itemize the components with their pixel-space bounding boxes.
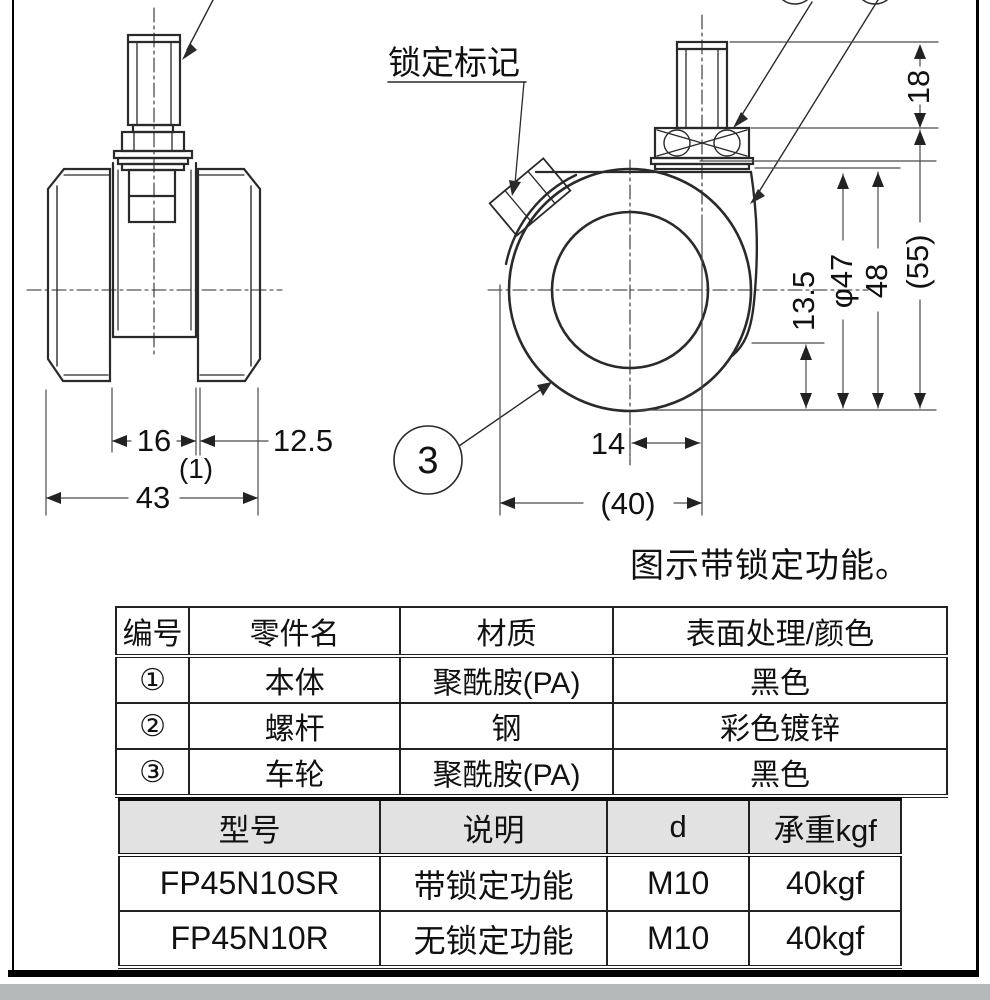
parts-table-row: ② 螺杆 钢 彩色镀锌: [114, 703, 949, 750]
drawing-caption: 图示带锁定功能。: [630, 547, 910, 585]
banner-text: 产品细节: [0, 988, 990, 1000]
parts-table-row: ① 本体 聚酰胺(PA) 黑色: [114, 656, 949, 704]
bottom-banner: 产品细节: [0, 984, 990, 1000]
dim-12-5-label: 12.5: [273, 423, 333, 458]
model-header-model: 型号: [117, 797, 382, 857]
part-no: ②: [114, 703, 191, 750]
model-desc: 无锁定功能: [379, 911, 608, 969]
dim-14-label: 14: [591, 426, 625, 461]
balloon-leaders: [733, 0, 889, 204]
dim-43-label: 43: [136, 480, 170, 515]
model-load: 40kgf: [748, 855, 902, 912]
parts-header-name: 零件名: [188, 606, 402, 658]
lock-label-leader: [387, 81, 527, 196]
dim-40-label: (40): [600, 486, 655, 521]
model-table: 型号 说明 d 承重kgf FP45N10SR 带锁定功能 M10 40kgf …: [117, 797, 902, 969]
model-header-d: d: [605, 797, 751, 857]
parts-table: 编号 零件名 材质 表面处理/颜色 ① 本体 聚酰胺(PA) 黑色 ② 螺杆 钢…: [114, 606, 949, 798]
model-header-load: 承重kgf: [748, 797, 902, 857]
dim-48-label: 48: [859, 264, 894, 298]
parts-table-row: ③ 车轮 聚酰胺(PA) 黑色: [114, 749, 949, 798]
model-desc: 带锁定功能: [379, 855, 608, 912]
model-number: FP45N10R: [117, 911, 382, 969]
dim-13-5-label: 13.5: [786, 271, 821, 331]
part-name: 螺杆: [188, 703, 402, 750]
side-view: [387, 0, 889, 495]
model-table-row: FP45N10R 无锁定功能 M10 40kgf: [117, 911, 902, 969]
lock-tab: [488, 157, 572, 237]
dim-18-label: 18: [901, 70, 936, 104]
technical-drawing: 16 12.5 (1) 43 锁定标记 18 (55) 48 φ47 13.5 …: [26, 0, 939, 521]
balloon-3-label: 3: [417, 440, 438, 482]
balloon-3: [393, 382, 552, 495]
part-finish: 黑色: [611, 656, 949, 704]
part-no: ①: [114, 656, 191, 704]
parts-header-no: 编号: [114, 606, 191, 658]
part-finish: 黑色: [611, 749, 949, 798]
part-material: 聚酰胺(PA): [399, 749, 614, 798]
dim-16-label: 16: [137, 423, 171, 458]
part-finish: 彩色镀锌: [611, 703, 949, 750]
page-border-bottom: [8, 970, 979, 977]
model-header-desc: 说明: [379, 797, 608, 857]
parts-header-finish: 表面处理/颜色: [611, 606, 949, 658]
parts-table-header-row: 编号 零件名 材质 表面处理/颜色: [114, 606, 949, 658]
dim-1-label: (1): [179, 453, 213, 484]
dim-55-label: (55): [900, 234, 935, 289]
lock-mark-label: 锁定标记: [388, 44, 520, 81]
page-border-left: [12, 0, 14, 972]
page-border-right: [976, 0, 979, 972]
dim-47-label: φ47: [824, 254, 859, 309]
front-view-dimensions: [45, 387, 269, 516]
leader-to-stem: [182, 0, 214, 60]
part-material: 钢: [399, 703, 614, 750]
side-view-dimensions: [499, 41, 939, 516]
model-number: FP45N10SR: [117, 855, 382, 912]
model-d: M10: [605, 911, 751, 969]
model-d: M10: [605, 855, 751, 912]
part-name: 本体: [188, 656, 402, 704]
model-table-row: FP45N10SR 带锁定功能 M10 40kgf: [117, 855, 902, 912]
part-no: ③: [114, 749, 191, 798]
model-table-header-row: 型号 说明 d 承重kgf: [117, 797, 902, 857]
model-load: 40kgf: [748, 911, 902, 969]
part-material: 聚酰胺(PA): [399, 656, 614, 704]
part-name: 车轮: [188, 749, 402, 798]
parts-header-material: 材质: [399, 606, 614, 658]
front-view: [26, 0, 283, 383]
